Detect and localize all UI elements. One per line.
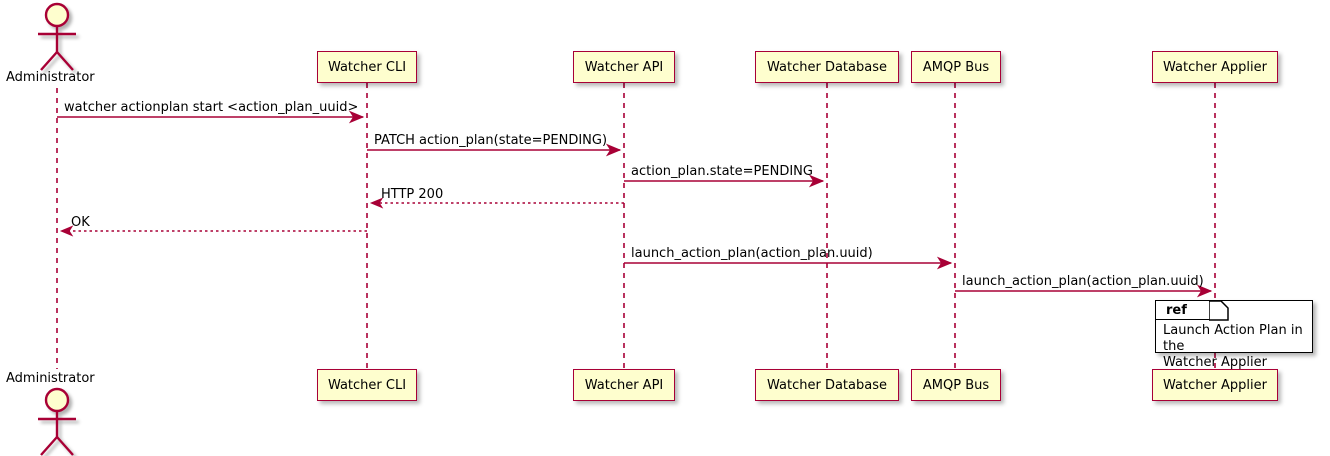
participant-box-watcher-applier-bottom[interactable]: Watcher Applier <box>1152 369 1278 401</box>
participant-box-amqp-bus-top[interactable]: AMQP Bus <box>911 51 1001 83</box>
message-label-action-plan-state-pending: action_plan.state=PENDING <box>631 164 813 179</box>
actor-administrator-bottom-figure <box>38 387 76 456</box>
participant-label-watcher-applier-bottom: Watcher Applier <box>1163 377 1267 393</box>
participant-label-amqp-bus-top: AMQP Bus <box>922 59 990 75</box>
participant-box-amqp-bus-bottom[interactable]: AMQP Bus <box>911 369 1001 401</box>
ref-fragment-body-line-2: Watcher Applier <box>1163 355 1267 370</box>
participant-label-watcher-api-bottom: Watcher API <box>584 377 664 393</box>
ref-fragment-body: Launch Action Plan in the Watcher Applie… <box>1163 323 1315 371</box>
actor-administrator-top-figure <box>38 2 76 71</box>
message-label-watcher-actionplan-start: watcher actionplan start <action_plan_uu… <box>64 100 359 115</box>
participant-box-watcher-cli-bottom[interactable]: Watcher CLI <box>317 369 417 401</box>
participant-label-watcher-database-top: Watcher Database <box>767 59 887 75</box>
participant-label-watcher-database-bottom: Watcher Database <box>767 377 887 393</box>
lifelines <box>56 83 1216 369</box>
participant-label-amqp-bus-bottom: AMQP Bus <box>922 377 990 393</box>
actor-label-administrator-top: Administrator <box>6 70 95 85</box>
message-label-launch-action-plan-applier: launch_action_plan(action_plan.uuid) <box>962 274 1204 289</box>
message-label-ok: OK <box>71 215 90 230</box>
ref-fragment-title: ref <box>1166 303 1187 318</box>
message-label-http-200: HTTP 200 <box>381 187 444 202</box>
participant-box-watcher-api-top[interactable]: Watcher API <box>573 51 675 83</box>
ref-fragment-body-line-1: Launch Action Plan in the <box>1163 323 1303 354</box>
message-label-launch-action-plan-amqp: launch_action_plan(action_plan.uuid) <box>631 246 873 261</box>
ref-fragment-tab-corner-icon <box>1209 301 1229 321</box>
participant-label-watcher-api-top: Watcher API <box>584 59 664 75</box>
participant-label-watcher-cli-bottom: Watcher CLI <box>327 377 407 393</box>
participant-label-watcher-applier-top: Watcher Applier <box>1163 59 1267 75</box>
participant-box-watcher-database-top[interactable]: Watcher Database <box>755 51 899 83</box>
participant-box-watcher-database-bottom[interactable]: Watcher Database <box>755 369 899 401</box>
message-arrows <box>57 110 1213 298</box>
ref-fragment[interactable]: ref Launch Action Plan in the Watcher Ap… <box>1155 300 1313 370</box>
participant-box-watcher-cli-top[interactable]: Watcher CLI <box>317 51 417 83</box>
participant-box-watcher-api-bottom[interactable]: Watcher API <box>573 369 675 401</box>
participant-label-watcher-cli-top: Watcher CLI <box>327 59 407 75</box>
message-label-patch-action-plan: PATCH action_plan(state=PENDING) <box>374 133 608 148</box>
actor-label-administrator-bottom: Administrator <box>6 371 95 386</box>
participant-box-watcher-applier-top[interactable]: Watcher Applier <box>1152 51 1278 83</box>
